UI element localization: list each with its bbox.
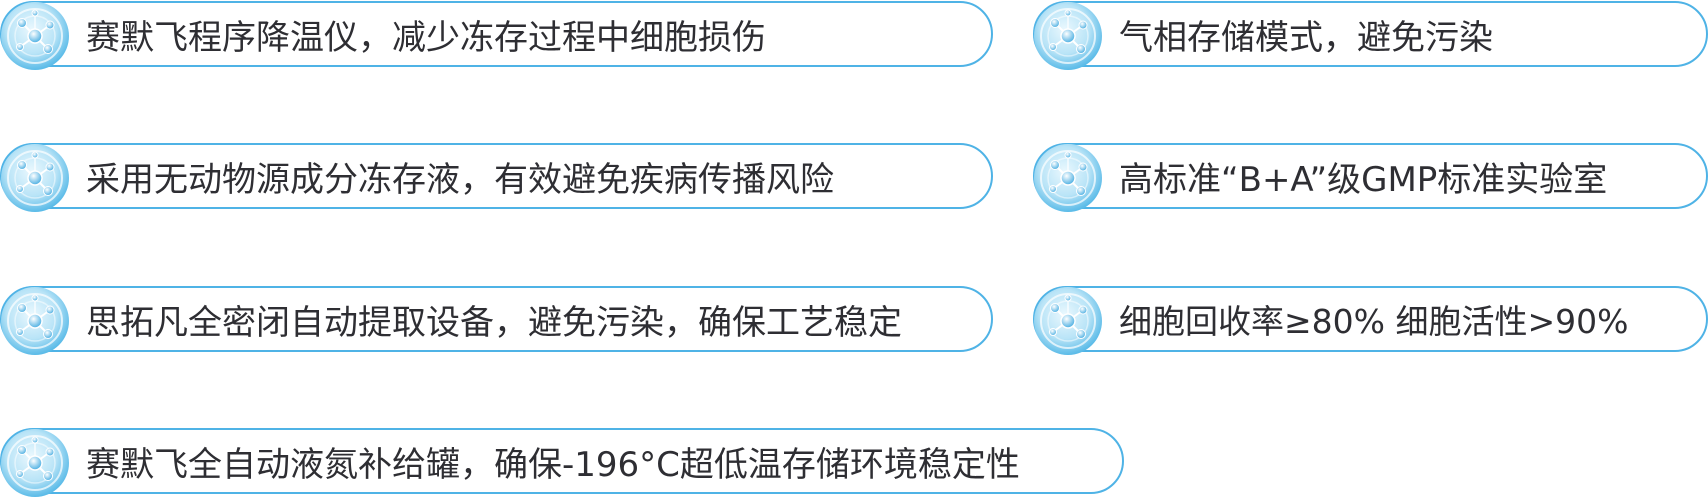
feature-text: 气相存储模式，避免污染 — [1119, 17, 1493, 58]
cell-network-icon — [0, 286, 70, 356]
feature-item-vapor-storage: 气相存储模式，避免污染 — [1033, 1, 1708, 71]
cell-network-icon — [0, 1, 70, 71]
feature-text: 赛默飞程序降温仪，减少冻存过程中细胞损伤 — [86, 17, 766, 58]
feature-text: 细胞回收率≥80% 细胞活性>90% — [1119, 302, 1629, 341]
cell-network-icon — [1033, 286, 1103, 356]
feature-item-liquid-nitrogen-supply: 赛默飞全自动液氮补给罐，确保-196°C超低温存储环境稳定性 — [0, 428, 1124, 498]
feature-text: 采用无动物源成分冻存液，有效避免疾病传播风险 — [86, 159, 834, 200]
feature-text: 高标准“B+A”级GMP标准实验室 — [1119, 159, 1608, 200]
cell-network-icon — [1033, 143, 1103, 213]
cell-network-icon — [0, 143, 70, 213]
feature-item-gmp-lab: 高标准“B+A”级GMP标准实验室 — [1033, 143, 1708, 213]
feature-item-animal-free-medium: 采用无动物源成分冻存液，有效避免疾病传播风险 — [0, 143, 993, 213]
feature-item-closed-extraction: 思拓凡全密闭自动提取设备，避免污染，确保工艺稳定 — [0, 286, 993, 356]
feature-item-programmed-cooling: 赛默飞程序降温仪，减少冻存过程中细胞损伤 — [0, 1, 993, 71]
feature-item-recovery-viability: 细胞回收率≥80% 细胞活性>90% — [1033, 286, 1708, 356]
feature-text: 思拓凡全密闭自动提取设备，避免污染，确保工艺稳定 — [86, 302, 902, 343]
feature-text: 赛默飞全自动液氮补给罐，确保-196°C超低温存储环境稳定性 — [86, 444, 1020, 485]
cell-network-icon — [1033, 1, 1103, 71]
cell-network-icon — [0, 428, 70, 498]
